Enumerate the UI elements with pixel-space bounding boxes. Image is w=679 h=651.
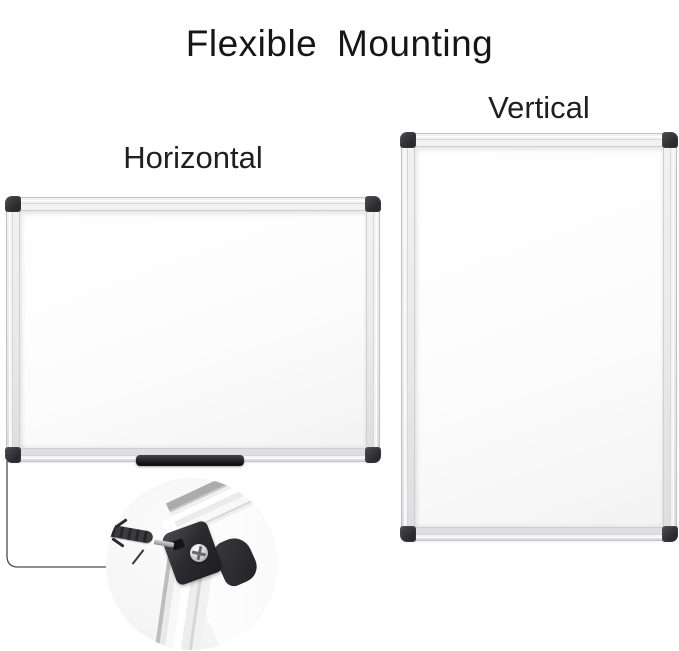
- corner-cap-icon: [365, 196, 381, 212]
- marker-tray: [136, 455, 244, 466]
- corner-cap-icon: [662, 132, 678, 148]
- leader-path: [6, 461, 106, 568]
- page-title: Flexible Mounting: [185, 22, 494, 64]
- whiteboard-vertical: [400, 132, 678, 542]
- corner-cap-icon: [400, 132, 416, 148]
- corner-cap-icon: [662, 526, 678, 542]
- whiteboard-surface: [19, 210, 367, 449]
- corner-cap-icon: [365, 447, 381, 463]
- corner-cap-icon: [5, 447, 21, 463]
- whiteboard-horizontal: [5, 196, 381, 466]
- horizontal-board-label: Horizontal: [123, 140, 263, 175]
- vertical-board-label: Vertical: [488, 90, 590, 125]
- mounting-detail-callout: [106, 478, 278, 650]
- whiteboard-surface: [414, 146, 664, 528]
- corner-cap-icon: [400, 526, 416, 542]
- anchor-barb-icon: [131, 549, 145, 565]
- corner-cap-icon: [5, 196, 21, 212]
